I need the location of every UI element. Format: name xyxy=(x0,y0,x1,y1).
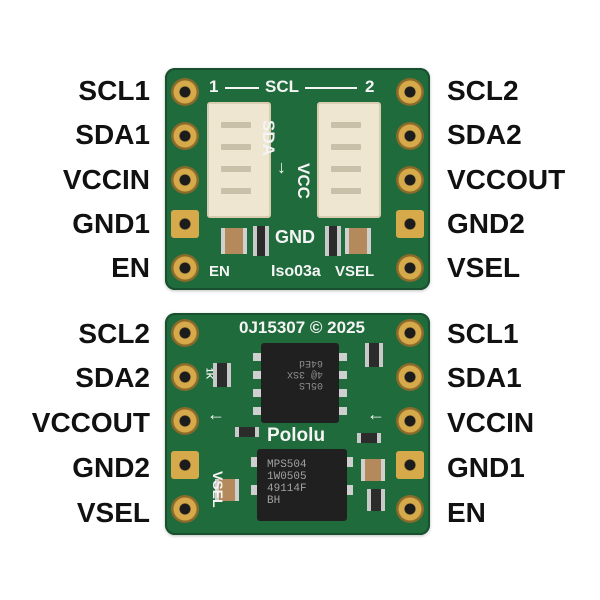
label-sda2: SDA2 xyxy=(447,119,522,150)
label-vccin: VCCIN xyxy=(62,164,150,195)
resistor xyxy=(365,343,383,367)
arrow-icon: ↓ xyxy=(277,157,286,177)
pad-scl2 xyxy=(171,319,199,347)
pad-sda1 xyxy=(171,122,199,150)
connector-pin xyxy=(221,188,251,194)
label-gnd2: GND2 xyxy=(447,208,525,239)
connector-pin xyxy=(221,166,251,172)
silk-line xyxy=(225,87,259,89)
silk-scl-2: 2 xyxy=(365,77,375,96)
dcdc-converter-chip: MPS504 1W0505 49114F BH xyxy=(257,449,347,521)
label-sda2: SDA2 xyxy=(75,362,150,393)
label-vsel: VSEL xyxy=(76,497,150,528)
chip-leg xyxy=(253,371,263,379)
silk-brand: Pololu xyxy=(267,425,326,446)
arrow-icon: ← xyxy=(207,404,225,424)
silk-scl: SCL xyxy=(265,77,299,96)
jst-connector-left xyxy=(207,102,271,218)
chip-leg xyxy=(337,389,347,397)
silk-scl-1: 1 xyxy=(209,77,219,96)
chip-leg xyxy=(337,407,347,415)
chip-leg xyxy=(337,371,347,379)
chip-leg xyxy=(337,353,347,361)
label-gnd1: GND1 xyxy=(447,452,525,483)
chip-marking: 05LS 4@ 3SX 64Ed xyxy=(287,357,324,390)
label-sda1: SDA1 xyxy=(447,362,522,393)
resistor xyxy=(235,427,259,437)
label-vccin: VCCIN xyxy=(447,407,535,438)
pad-gnd1 xyxy=(396,451,424,479)
resistor xyxy=(357,433,381,443)
connector-pin xyxy=(331,166,361,172)
chip-leg xyxy=(253,407,263,415)
connector-pin xyxy=(331,122,361,128)
pad-scl2 xyxy=(396,78,424,106)
label-scl1: SCL1 xyxy=(447,318,519,349)
chip-leg xyxy=(251,457,259,467)
pad-gnd1 xyxy=(171,210,199,238)
silk-en: EN xyxy=(209,263,230,280)
capacitor xyxy=(215,479,239,501)
resistor-label: 1K xyxy=(204,367,215,380)
silk-vcc: VCC xyxy=(294,163,313,199)
connector-pin xyxy=(221,144,251,150)
pad-vccout xyxy=(171,407,199,435)
pad-en xyxy=(171,254,199,282)
chip-leg xyxy=(345,485,353,495)
chip-leg xyxy=(345,457,353,467)
capacitor xyxy=(361,459,385,481)
label-scl1: SCL1 xyxy=(78,75,150,106)
jst-connector-right xyxy=(317,102,381,218)
connector-pin xyxy=(221,122,251,128)
pad-vccin xyxy=(396,407,424,435)
chip-leg xyxy=(253,353,263,361)
pad-sda2 xyxy=(171,363,199,391)
pad-vsel xyxy=(171,495,199,523)
resistor xyxy=(367,489,385,511)
connector-pin xyxy=(331,188,361,194)
resistor xyxy=(213,363,231,387)
label-vsel: VSEL xyxy=(447,252,521,283)
top-pcb-board: 1 SCL 2 SDA ↓ VCC GND EN Iso03a VSEL xyxy=(165,68,430,290)
chip-leg xyxy=(251,485,259,495)
pad-vccin xyxy=(171,166,199,194)
label-sda1: SDA1 xyxy=(75,119,150,150)
resistor xyxy=(325,226,341,256)
silk-vsel: VSEL xyxy=(210,471,226,508)
silk-model: Iso03a xyxy=(271,263,321,280)
label-vccout: VCCOUT xyxy=(447,164,566,195)
silk-sda: SDA xyxy=(259,120,278,156)
silk-vsel: VSEL xyxy=(335,263,375,280)
bottom-pcb-board: 0J15307 © 2025 05LS 4@ 3SX 64Ed 1K ← ← P… xyxy=(165,313,430,535)
pad-scl1 xyxy=(171,78,199,106)
pad-sda1 xyxy=(396,363,424,391)
connector-pin xyxy=(331,144,361,150)
label-vccout: VCCOUT xyxy=(31,407,150,438)
capacitor xyxy=(345,228,371,254)
arrow-icon: ← xyxy=(367,404,385,424)
isolator-chip: 05LS 4@ 3SX 64Ed xyxy=(261,343,339,423)
pad-gnd2 xyxy=(171,451,199,479)
pad-vccout xyxy=(396,166,424,194)
label-en: EN xyxy=(111,252,150,283)
pad-vsel xyxy=(396,254,424,282)
silk-gnd: GND xyxy=(275,227,315,247)
silk-header: 0J15307 © 2025 xyxy=(239,318,365,337)
label-gnd2: GND2 xyxy=(72,452,150,483)
pad-scl1 xyxy=(396,319,424,347)
label-gnd1: GND1 xyxy=(72,208,150,239)
resistor xyxy=(253,226,269,256)
silk-line xyxy=(305,87,357,89)
label-scl2: SCL2 xyxy=(78,318,150,349)
pad-en xyxy=(396,495,424,523)
pad-gnd2 xyxy=(396,210,424,238)
capacitor xyxy=(221,228,247,254)
chip-marking: MPS504 1W0505 49114F BH xyxy=(267,459,307,508)
label-scl2: SCL2 xyxy=(447,75,519,106)
chip-leg xyxy=(253,389,263,397)
pad-sda2 xyxy=(396,122,424,150)
label-en: EN xyxy=(447,497,486,528)
